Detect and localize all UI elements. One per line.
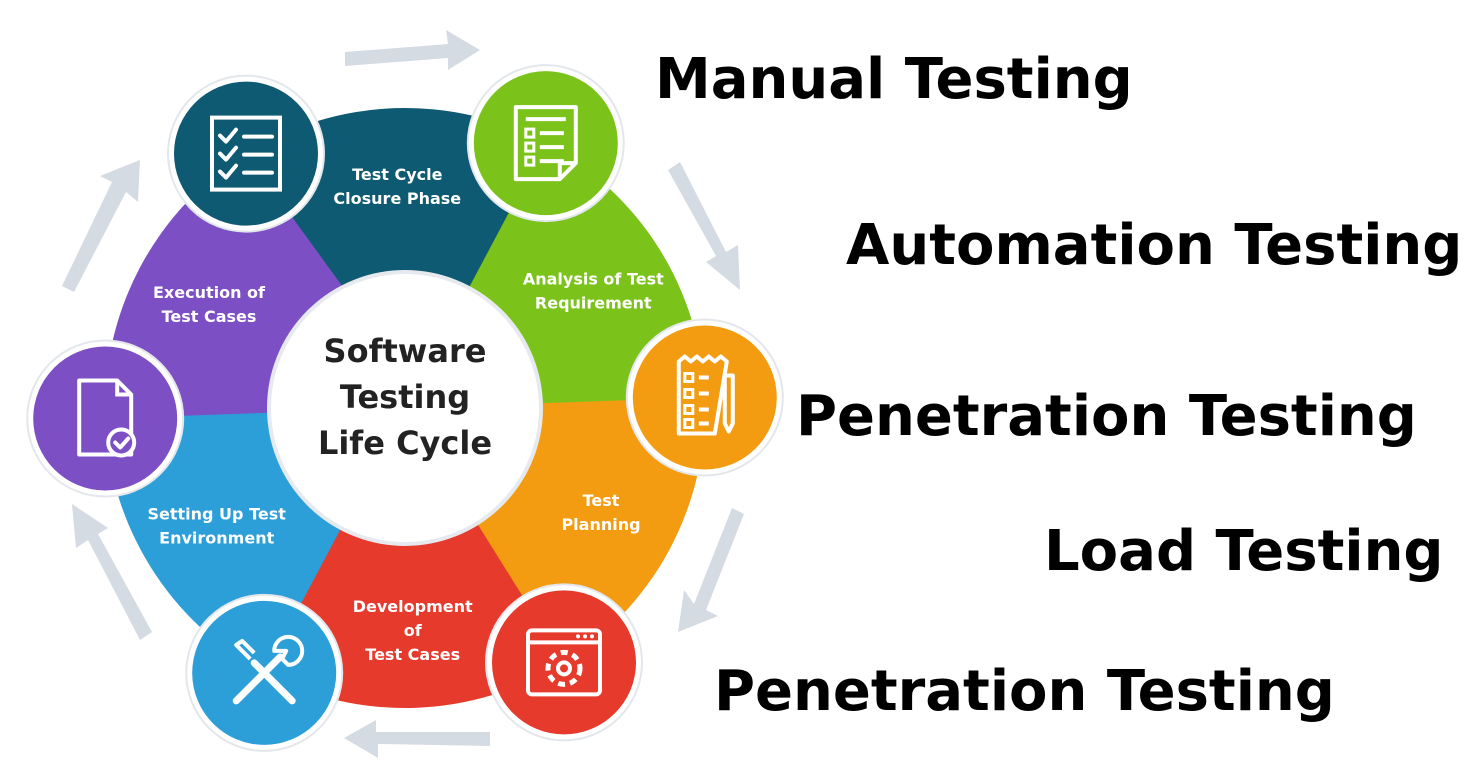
center-title-line-2: Testing bbox=[340, 378, 470, 416]
cycle-arrow-bottom bbox=[344, 720, 490, 758]
phase-label-analysis-of-test-requirement-line-2: Requirement bbox=[535, 293, 652, 312]
center-title-line-3: Life Cycle bbox=[318, 424, 492, 462]
testing-type-penetration-second: Penetration Testing bbox=[714, 659, 1335, 724]
phase-node-circle bbox=[473, 71, 618, 216]
phase-label-development-of-test-cases-line-2: of bbox=[404, 621, 423, 640]
cycle-arrow-right-lower bbox=[678, 508, 744, 632]
cycle-arrow-left-lower bbox=[72, 504, 152, 640]
phase-node-test-planning bbox=[625, 318, 784, 477]
phase-node-analysis-of-test-requirement bbox=[466, 64, 625, 223]
phase-node-execution-of-test-cases bbox=[26, 339, 185, 498]
testing-type-automation: Automation Testing bbox=[846, 213, 1463, 278]
requirements-document-icon bbox=[513, 105, 578, 182]
center-hub: Software Testing Life Cycle bbox=[267, 270, 543, 546]
phase-nodes bbox=[26, 64, 784, 752]
phase-label-setting-up-test-environment-line-1: Setting Up Test bbox=[147, 505, 286, 524]
center-title-line-1: Software bbox=[324, 332, 487, 370]
document-check-icon bbox=[77, 378, 137, 458]
phase-label-development-of-test-cases-line-3: Test Cases bbox=[365, 645, 460, 664]
center-circle bbox=[267, 270, 543, 546]
phase-label-test-planning-line-2: Planning bbox=[561, 515, 640, 534]
checklist-icon bbox=[210, 115, 282, 192]
phase-label-test-planning-line-1: Test bbox=[583, 491, 620, 510]
tools-wrench-screwdriver-icon bbox=[232, 634, 305, 705]
phase-label-test-cycle-closure-phase-line-2: Closure Phase bbox=[333, 189, 461, 208]
phase-wedge-test-cycle-closure-phase bbox=[246, 108, 546, 408]
phase-label-analysis-of-test-requirement-line-1: Analysis of Test bbox=[523, 269, 664, 288]
planning-notepad-icon bbox=[676, 354, 735, 436]
testing-type-penetration: Penetration Testing bbox=[796, 384, 1417, 449]
phase-label-setting-up-test-environment-line-2: Environment bbox=[159, 529, 274, 548]
cycle-arrow-right-upper bbox=[668, 162, 740, 290]
phase-node-development-of-test-cases bbox=[485, 583, 643, 742]
phase-label-development-of-test-cases-line-1: Development bbox=[353, 597, 473, 616]
phase-node-circle bbox=[33, 346, 178, 491]
code-gear-window-icon bbox=[526, 628, 602, 697]
testing-type-manual: Manual Testing bbox=[655, 47, 1133, 112]
phase-node-circle bbox=[632, 325, 777, 470]
cycle-arrow-left-upper bbox=[62, 160, 140, 292]
phase-label-test-cycle-closure-phase-line-1: Test Cycle bbox=[352, 165, 443, 184]
cycle-arrow-top bbox=[345, 30, 480, 70]
phase-label-execution-of-test-cases-line-2: Test Cases bbox=[162, 307, 257, 326]
phase-label-execution-of-test-cases-line-1: Execution of bbox=[153, 283, 266, 302]
phase-wedge-development-of-test-cases bbox=[264, 408, 564, 708]
phase-node-test-cycle-closure-phase bbox=[167, 74, 325, 233]
phase-node-setting-up-test-environment bbox=[185, 593, 344, 752]
testing-type-load: Load Testing bbox=[1044, 519, 1444, 584]
cycle-arrows bbox=[62, 30, 744, 758]
